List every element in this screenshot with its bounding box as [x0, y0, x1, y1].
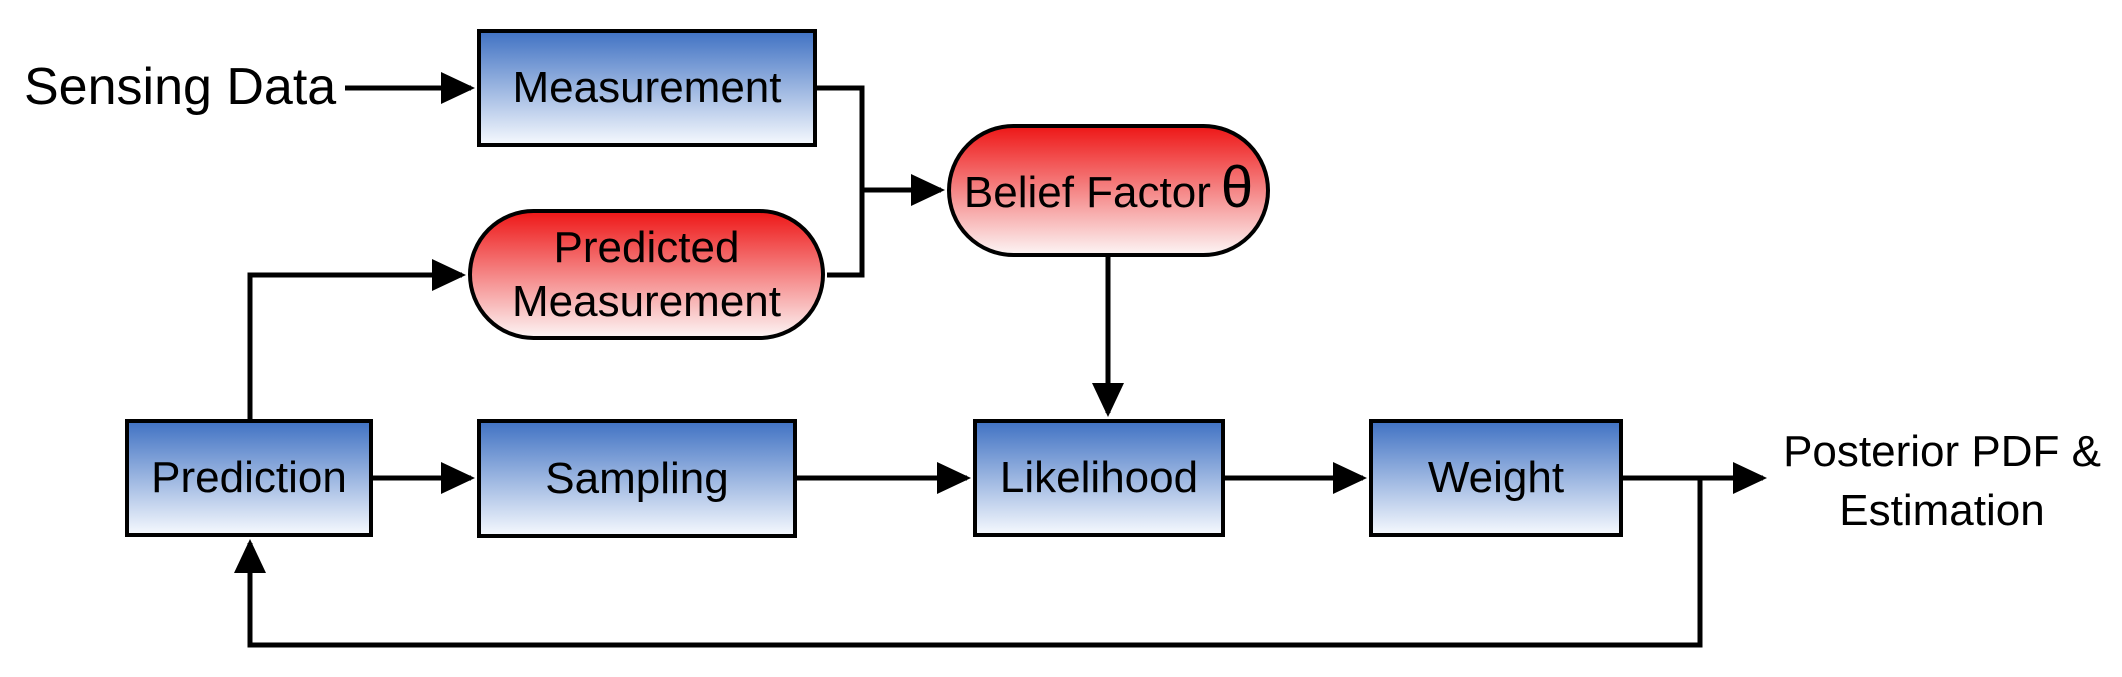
connector-prediction-to-predicted-measurement: [247, 259, 466, 419]
node-prediction: Prediction: [125, 419, 373, 537]
node-measurement: Measurement: [477, 29, 817, 147]
node-predicted-measurement-label: Measurement: [511, 276, 781, 326]
connector-feedback-loop: [234, 478, 1703, 648]
node-likelihood-label: Likelihood: [999, 453, 1199, 502]
node-weight: Weight: [1369, 419, 1623, 537]
connector-measurement-to-junction: [817, 85, 865, 278]
node-predicted-measurement-label: Predicted: [553, 222, 740, 272]
posterior-label-line2: Estimation: [1839, 486, 2045, 535]
node-likelihood: Likelihood: [973, 419, 1225, 537]
theta-symbol: θ: [1220, 155, 1254, 220]
node-sampling: Sampling: [477, 419, 797, 538]
posterior-label-line1: Posterior PDF &: [1783, 427, 2101, 476]
node-prediction-label: Prediction: [151, 453, 347, 502]
posterior-pdf-estimation-label: Posterior PDF & Estimation: [1762, 422, 2122, 540]
node-weight-label: Weight: [1427, 453, 1565, 502]
node-sampling-label: Sampling: [545, 453, 729, 503]
sensing-data-label: Sensing Data: [24, 58, 337, 116]
node-measurement-label: Measurement: [512, 63, 782, 112]
